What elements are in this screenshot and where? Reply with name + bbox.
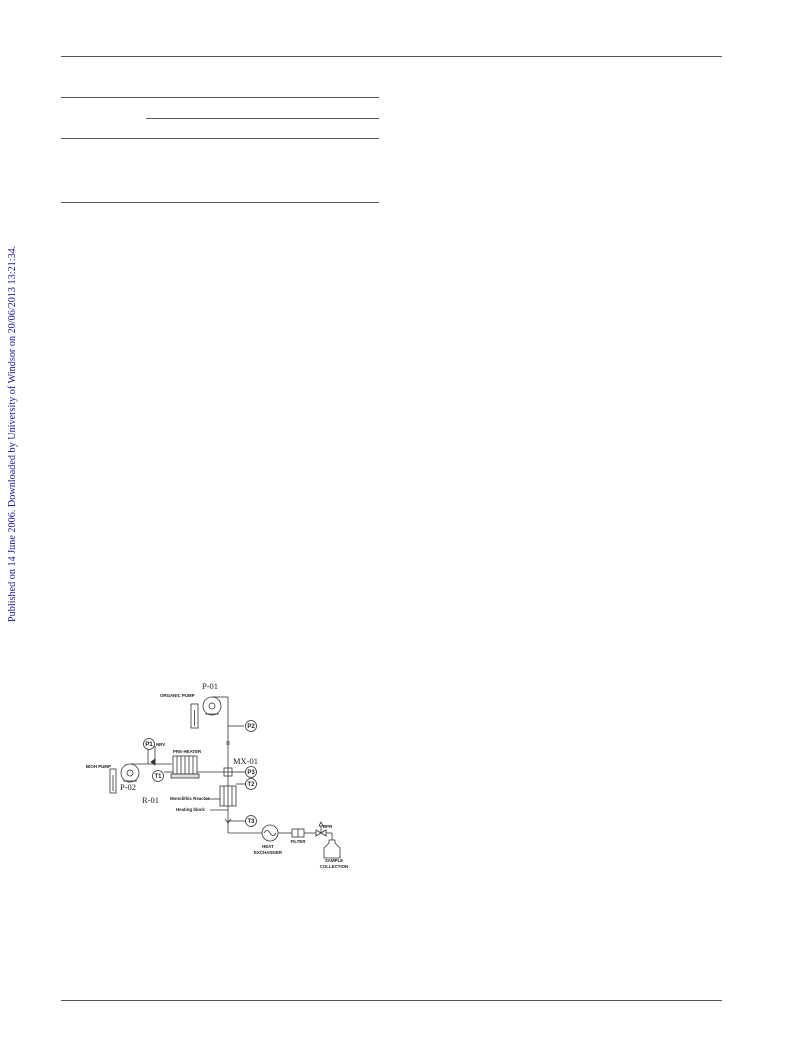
gauge-t3 xyxy=(245,815,257,827)
bioh-reservoir xyxy=(109,768,117,794)
monolithic-reactor xyxy=(219,785,237,807)
mixer-id: MX-01 xyxy=(233,756,258,766)
gauge-p1-label: P1 xyxy=(145,742,153,748)
preheater-label: PRE-HEATER xyxy=(173,749,202,754)
organic-pump-id: P-01 xyxy=(202,681,218,691)
table-mid-rule xyxy=(61,138,379,139)
nrv-label: NRV xyxy=(156,742,165,747)
table-header-subrule xyxy=(146,118,379,119)
heat-exchanger-label-2: EXCHANGER xyxy=(254,850,283,855)
table-top-rule xyxy=(61,97,379,98)
organic-pump-label: ORGANIC PUMP xyxy=(160,693,195,698)
gauge-p3-label: P3 xyxy=(247,770,255,776)
mixer xyxy=(223,767,233,777)
gauge-p3 xyxy=(245,766,257,778)
gauge-t3-label: T3 xyxy=(247,819,255,825)
gauge-p2 xyxy=(245,720,257,732)
flow-scheme-figure: P-01 ORGANIC PUMP BIOH PUMP P-02 PRE-HEA… xyxy=(86,681,349,869)
filter xyxy=(291,828,305,838)
sample-label-2: COLLECTION xyxy=(320,864,349,869)
organic-pump xyxy=(202,696,228,716)
pre-heater xyxy=(170,755,200,779)
bioh-pump-label: BIOH PUMP xyxy=(86,764,111,769)
publication-note-text: Published on 14 June 2006. Downloaded by… xyxy=(7,245,18,622)
gauge-p1 xyxy=(143,738,155,750)
bioh-pump xyxy=(120,763,140,783)
footer-rule xyxy=(61,1000,722,1001)
organic-reservoir xyxy=(190,703,199,729)
gauge-p2-label: P2 xyxy=(247,724,255,730)
heating-block-label: Heating block xyxy=(176,807,205,812)
bioh-pump-id: P-02 xyxy=(120,782,136,792)
bpr-label: BPR xyxy=(323,824,333,829)
back-pressure-regulator xyxy=(315,821,327,837)
gauge-t1 xyxy=(152,770,164,782)
heat-exchanger-label-1: HEAT xyxy=(262,844,274,849)
filter-label: FILTER xyxy=(290,839,306,844)
gauge-t2 xyxy=(245,778,257,790)
heat-exchanger xyxy=(261,824,279,842)
publication-note: Published on 14 June 2006. Downloaded by… xyxy=(3,226,23,622)
table-bottom-rule xyxy=(61,202,379,203)
header-rule xyxy=(61,56,722,57)
gauge-t1-label: T1 xyxy=(154,774,162,780)
reactor-label: Monolithic Reactor xyxy=(170,796,210,801)
sample-collection-bottle xyxy=(323,839,341,859)
gauge-t2-label: T2 xyxy=(247,782,255,788)
sample-label-1: SAMPLE xyxy=(325,858,343,863)
reactor-id: R-01 xyxy=(142,795,159,805)
